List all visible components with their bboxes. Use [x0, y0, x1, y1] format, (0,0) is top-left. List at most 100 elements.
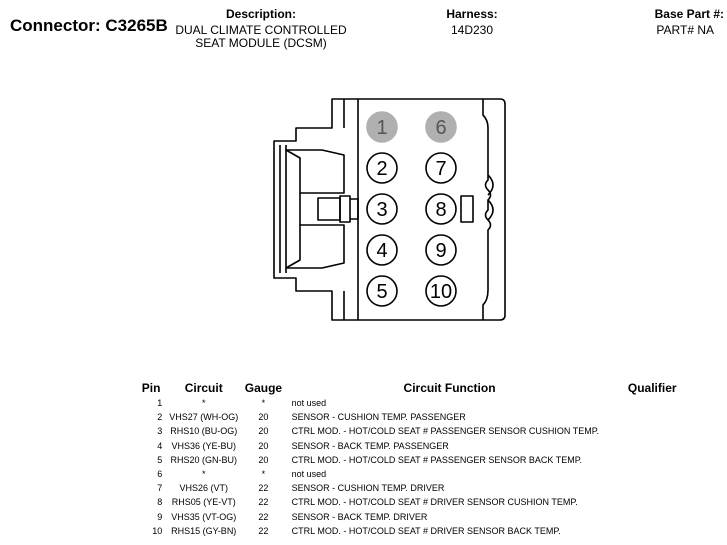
pin-cell: 3	[157, 426, 163, 437]
connector-pin-1: 1	[366, 111, 398, 143]
header-qualifier: Qualifier	[627, 381, 677, 395]
qualifier-cell	[607, 481, 727, 495]
pin-number: 2	[376, 158, 387, 180]
function-cell: SENSOR - CUSHION TEMP. PASSENGER	[291, 412, 466, 423]
qualifier-cell	[607, 524, 727, 538]
function-cell: CTRL MOD. - HOT/COLD SEAT # PASSENGER SE…	[291, 454, 583, 465]
pin-cell: 6	[157, 469, 163, 480]
latch-tab-left	[339, 195, 351, 223]
pin-number: 4	[376, 240, 387, 262]
connector-housing	[357, 98, 506, 321]
table-row: 3 RHS10 (BU-OG) 20 CTRL MOD. - HOT/COLD SEA…	[140, 424, 727, 438]
gauge-cell: 20	[258, 440, 269, 451]
circuit-cell: RHS20 (GN-BU)	[170, 454, 237, 465]
base-part-value: PART# NA	[656, 23, 714, 37]
latch-arm-top	[285, 149, 345, 194]
pin-cell: 2	[157, 412, 163, 423]
pin-cell: 8	[157, 497, 163, 508]
latch-outer	[273, 98, 358, 321]
pin-number: 6	[435, 117, 446, 139]
table-row: 1**not used	[140, 396, 727, 410]
function-cell: not used	[291, 469, 327, 480]
gauge-cell: 22	[258, 525, 269, 536]
pin-number: 7	[435, 158, 446, 180]
gauge-cell: 22	[258, 511, 269, 522]
function-cell: CTRL MOD. - HOT/COLD SEAT # PASSENGER SE…	[291, 426, 600, 437]
gauge-cell: 20	[258, 426, 269, 437]
pin-circle	[366, 111, 398, 143]
description-label: Description:	[225, 7, 296, 21]
connector-pin-5: 5	[366, 275, 398, 307]
function-cell: not used	[291, 398, 327, 409]
description-line-1: DUAL CLIMATE CONTROLLED	[175, 23, 347, 37]
pin-group: 1 2 3 4 5 6 7 8 9 10	[366, 111, 457, 307]
pin-cell: 1	[157, 398, 163, 409]
description-line-2: SEAT MODULE (DCSM)	[195, 36, 327, 50]
qualifier-cell	[607, 467, 727, 481]
pin-circle	[366, 234, 398, 266]
pin-table: Pin Circuit Gauge Circuit Function Quali…	[140, 380, 727, 538]
pin-circle	[366, 193, 398, 225]
gauge-cell: 20	[258, 412, 269, 423]
pin-cell: 5	[157, 454, 163, 465]
qualifier-cell	[607, 453, 727, 467]
base-part-label: Base Part #:	[654, 7, 724, 21]
function-cell: SENSOR - BACK TEMP. PASSENGER	[291, 440, 449, 451]
qualifier-cell	[607, 510, 727, 524]
table-header-row: Pin Circuit Gauge Circuit Function Quali…	[140, 380, 727, 396]
pin-cell: 10	[152, 525, 163, 536]
header-function: Circuit Function	[403, 381, 496, 395]
pin-circle	[425, 193, 457, 225]
latch-tab-detail	[350, 198, 359, 220]
pin-number: 10	[430, 281, 452, 303]
pin-number: 8	[435, 199, 446, 221]
qualifier-cell	[607, 439, 727, 453]
pin-number: 3	[376, 199, 387, 221]
function-cell: CTRL MOD. - HOT/COLD SEAT # DRIVER SENSO…	[291, 525, 561, 536]
connector-pin-4: 4	[366, 234, 398, 266]
gauge-cell: 22	[258, 483, 269, 494]
connector-pin-8: 8	[425, 193, 457, 225]
gauge-cell: 22	[258, 497, 269, 508]
function-cell: CTRL MOD. - HOT/COLD SEAT # DRIVER SENSO…	[291, 497, 578, 508]
qualifier-cell	[607, 495, 727, 509]
circuit-cell: RHS15 (GY-BN)	[171, 525, 237, 536]
connector-pin-6: 6	[425, 111, 457, 143]
circuit-cell: VHS26 (VT)	[179, 483, 228, 494]
table-row: 8 RHS05 (YE-VT) 22 CTRL MOD. - HOT/COLD SEA…	[140, 495, 727, 509]
harness-value: 14D230	[450, 23, 494, 37]
table-row: 10 RHS15 (GY-BN) 22 CTRL MOD. - HOT/COLD SE…	[140, 524, 727, 538]
pin-number: 5	[376, 281, 387, 303]
housing-right-notch	[487, 174, 494, 221]
header-circuit: Circuit	[184, 381, 223, 395]
connector-pin-9: 9	[425, 234, 457, 266]
connector-pin-10: 10	[425, 275, 457, 307]
housing-right-profile	[482, 99, 492, 320]
qualifier-cell	[607, 410, 727, 424]
harness-label: Harness:	[446, 7, 498, 21]
pin-circle	[425, 152, 457, 184]
circuit-cell: RHS10 (BU-OG)	[170, 426, 238, 437]
circuit-cell: VHS27 (WH-OG)	[169, 412, 239, 423]
connector-pin-7: 7	[425, 152, 457, 184]
function-cell: SENSOR - CUSHION TEMP. DRIVER	[291, 483, 445, 494]
pin-number: 1	[376, 117, 387, 139]
pin-number: 9	[435, 240, 446, 262]
pin-circle	[366, 275, 398, 307]
pin-circle	[366, 152, 398, 184]
gauge-cell: *	[261, 469, 266, 480]
table-row: 7 VHS26 (VT) 22 SENSOR - CUSHION TEMP. DRIV…	[140, 481, 727, 495]
connector-title: Connector: C3265B	[10, 16, 168, 35]
function-cell: SENSOR - BACK TEMP. DRIVER	[291, 511, 428, 522]
table-row: 5 RHS20 (GN-BU) 20 CTRL MOD. - HOT/COLD SEA…	[140, 453, 727, 467]
gauge-cell: 20	[258, 454, 269, 465]
pin-circle	[425, 111, 457, 143]
qualifier-cell	[607, 396, 727, 410]
qualifier-cell	[607, 424, 727, 438]
pin-circle	[425, 234, 457, 266]
circuit-cell: RHS05 (YE-VT)	[171, 497, 236, 508]
pin-cell: 7	[157, 483, 163, 494]
